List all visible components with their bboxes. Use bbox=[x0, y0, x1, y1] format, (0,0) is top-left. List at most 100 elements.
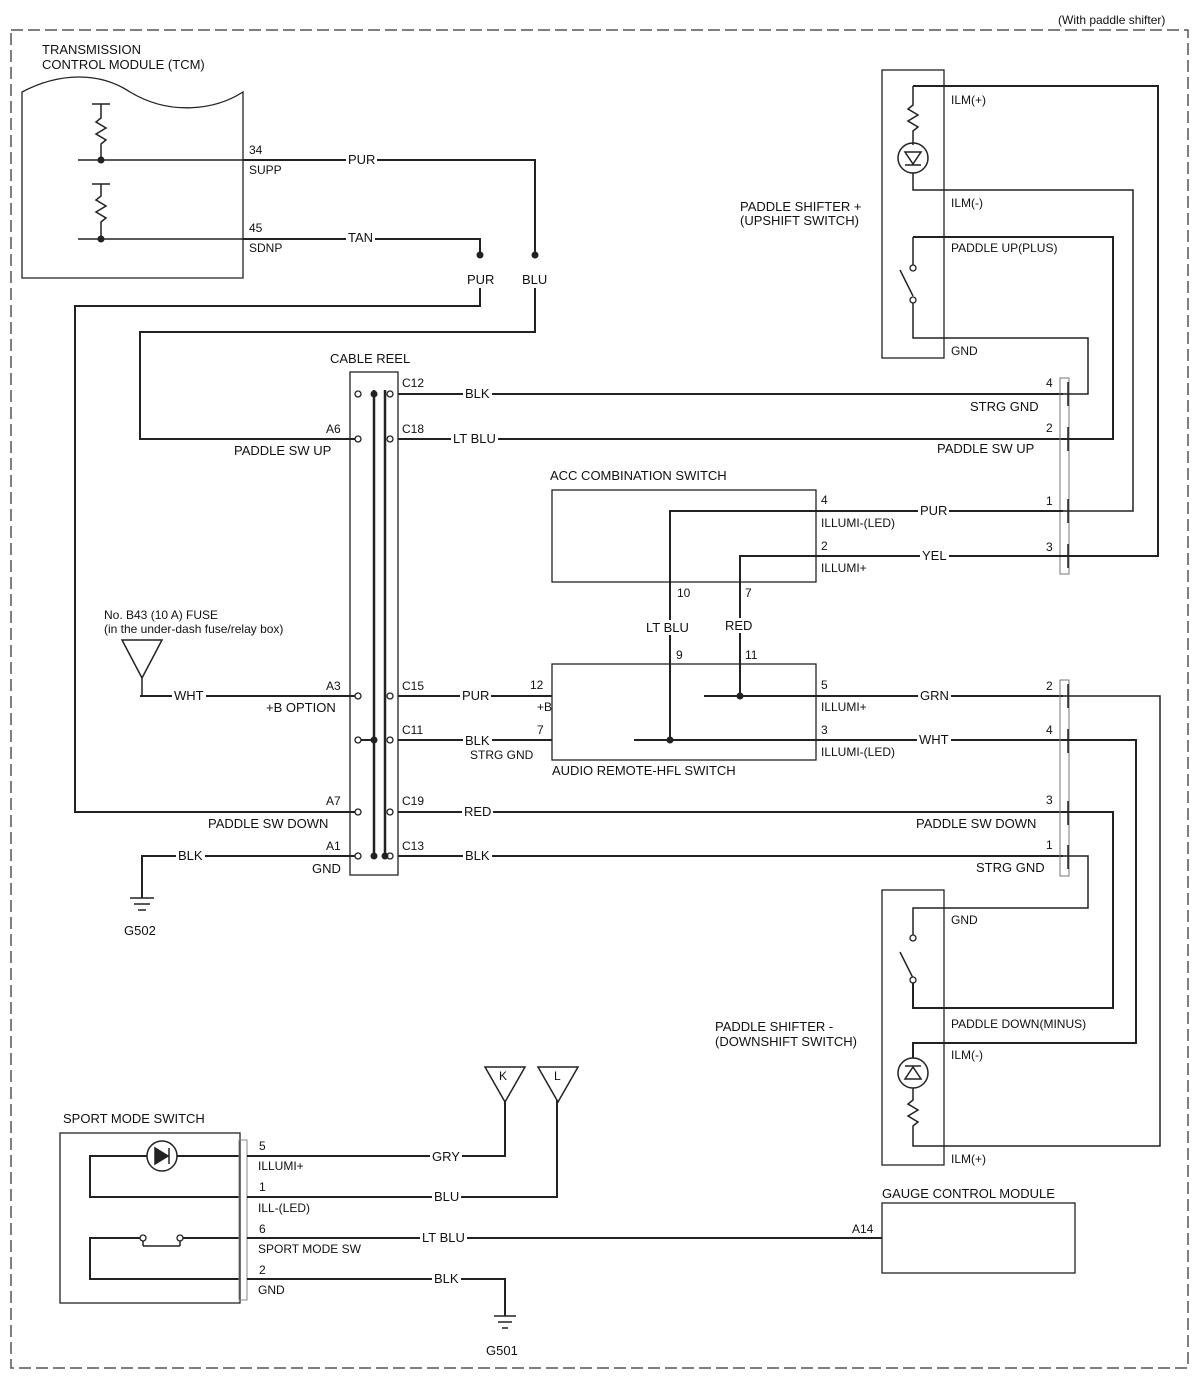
wire-label-fuse: WHT bbox=[172, 688, 206, 703]
wire-label-blk: BLK bbox=[432, 1271, 461, 1286]
offpage-k-label: K bbox=[499, 1069, 508, 1083]
reel-pin-a1: A1 bbox=[326, 839, 341, 853]
sport-box bbox=[59, 1132, 241, 1304]
conn-up-label-strg-gnd: STRG GND bbox=[970, 399, 1039, 414]
wire-label-c18: LT BLU bbox=[451, 431, 498, 446]
wire-label-acc-10: LT BLU bbox=[644, 620, 691, 635]
conn-down-pin-2: 2 bbox=[1046, 679, 1053, 693]
reel-pin-a6: A6 bbox=[326, 422, 341, 436]
wire-label-c12: BLK bbox=[463, 386, 492, 401]
tcm-title-2: CONTROL MODULE (TCM) bbox=[42, 57, 205, 72]
paddle-up-ilm-pos: ILM(+) bbox=[951, 93, 987, 107]
wire-label-audio-5: GRN bbox=[918, 688, 951, 703]
acc-pin-2-name: ILLUMI+ bbox=[821, 561, 867, 575]
wire-blu-to-a6 bbox=[139, 288, 536, 440]
audio-title: AUDIO REMOTE-HFL SWITCH bbox=[552, 763, 736, 778]
paddle-up-gnd: GND bbox=[951, 344, 978, 358]
sport-title: SPORT MODE SWITCH bbox=[63, 1111, 205, 1126]
reel-label-b-option: +B OPTION bbox=[266, 700, 336, 715]
reel-pin-c19: C19 bbox=[402, 794, 425, 808]
tcm-pin-45: 45 bbox=[249, 221, 263, 235]
sport-pin-2-name: GND bbox=[258, 1283, 285, 1297]
audio-pin-12-name: +B bbox=[537, 700, 553, 714]
sport-pin-1: 1 bbox=[259, 1180, 266, 1194]
wire-label-audio-3: WHT bbox=[917, 732, 951, 747]
tcm-pin-34: 34 bbox=[249, 143, 263, 157]
ground-g501: G501 bbox=[486, 1343, 518, 1358]
audio-pin-9: 9 bbox=[676, 648, 683, 662]
fuse-symbol bbox=[120, 639, 165, 697]
diagram-border bbox=[10, 29, 1189, 1369]
offpage-l bbox=[536, 1066, 580, 1104]
acc-pin-2: 2 bbox=[821, 539, 828, 553]
fuse-label-2: (in the under-dash fuse/relay box) bbox=[104, 622, 284, 636]
sport-pin-5-name: ILLUMI+ bbox=[258, 1159, 304, 1173]
reel-pin-c12: C12 bbox=[402, 376, 425, 390]
tcm-pin-sdnp: SDNP bbox=[249, 241, 283, 255]
wire-label-split-pur: PUR bbox=[465, 272, 497, 287]
wire-label-gry: GRY bbox=[430, 1149, 462, 1164]
paddle-down-title-1: PADDLE SHIFTER - bbox=[715, 1019, 834, 1034]
conn-up-pin-2: 2 bbox=[1046, 421, 1053, 435]
paddle-down-ilm-neg: ILM(-) bbox=[951, 1048, 983, 1062]
paddle-down-ilm-pos: ILM(+) bbox=[951, 1152, 987, 1166]
sport-pin-1-name: ILL-(LED) bbox=[258, 1201, 311, 1215]
conn-up-pin-4: 4 bbox=[1046, 376, 1053, 390]
sport-pin-2: 2 bbox=[259, 1263, 266, 1277]
tcm-box bbox=[21, 76, 244, 279]
audio-pin-7: 7 bbox=[537, 723, 544, 737]
wire-gry bbox=[247, 1100, 506, 1157]
acc-pin-4-name: ILLUMI-(LED) bbox=[821, 516, 896, 530]
acc-pin-10: 10 bbox=[677, 586, 691, 600]
conn-down-label-paddle-sw-down: PADDLE SW DOWN bbox=[916, 816, 1037, 831]
wire-pur-to-a7 bbox=[74, 288, 481, 813]
paddle-up-paddle: PADDLE UP(PLUS) bbox=[951, 241, 1058, 255]
reel-label-paddle-up: PADDLE SW UP bbox=[234, 443, 332, 458]
wire-label-split-blu: BLU bbox=[520, 272, 550, 287]
acc-box bbox=[551, 489, 817, 583]
audio-pin-3-name: ILLUMI-(LED) bbox=[821, 745, 896, 759]
reel-pin-c18: C18 bbox=[402, 422, 425, 436]
wire-blu-l bbox=[247, 1100, 558, 1198]
audio-pin-11: 11 bbox=[745, 648, 758, 662]
reel-pin-c15: C15 bbox=[402, 679, 425, 693]
paddle-up-box bbox=[881, 69, 945, 359]
reel-pin-c13: C13 bbox=[402, 839, 425, 853]
wire-label-acc-4: PUR bbox=[918, 503, 950, 518]
audio-pin-3: 3 bbox=[821, 723, 828, 737]
conn-up-pin-1: 1 bbox=[1046, 494, 1053, 508]
reel-label-gnd: GND bbox=[312, 861, 341, 876]
fuse-label-1: No. B43 (10 A) FUSE bbox=[104, 608, 219, 622]
sport-pin-6: 6 bbox=[259, 1222, 266, 1236]
reel-label-paddle-down: PADDLE SW DOWN bbox=[208, 816, 329, 831]
audio-box bbox=[551, 663, 817, 761]
reel-pin-a7: A7 bbox=[326, 794, 341, 808]
tcm-title-1: TRANSMISSION bbox=[42, 42, 141, 57]
conn-down-pin-3: 3 bbox=[1046, 793, 1053, 807]
variant-note: (With paddle shifter) bbox=[1058, 13, 1166, 27]
gauge-title: GAUGE CONTROL MODULE bbox=[882, 1186, 1055, 1201]
wire-label-sdnp: TAN bbox=[346, 230, 376, 245]
wire-gnd-a1 bbox=[141, 855, 355, 898]
paddle-up-ilm-neg: ILM(-) bbox=[951, 196, 983, 210]
sport-pin-6-name: SPORT MODE SW bbox=[258, 1242, 361, 1256]
wire-label-c19: RED bbox=[462, 804, 494, 819]
wire-label-ltblu: LT BLU bbox=[420, 1230, 467, 1245]
conn-down-label-strg-gnd: STRG GND bbox=[976, 860, 1045, 875]
audio-pin-5-name: ILLUMI+ bbox=[821, 700, 867, 714]
cable-reel-box bbox=[349, 371, 399, 876]
audio-pin-5: 5 bbox=[821, 678, 828, 692]
conn-down-pin-4: 4 bbox=[1046, 723, 1053, 737]
wire-label-supp: PUR bbox=[346, 152, 378, 167]
paddle-down-box bbox=[881, 889, 945, 1166]
wire-label-gnd-a1: BLK bbox=[176, 848, 205, 863]
ground-g502: G502 bbox=[124, 923, 156, 938]
wire-label-acc-7: RED bbox=[723, 618, 755, 633]
acc-title: ACC COMBINATION SWITCH bbox=[550, 468, 727, 483]
paddle-down-title-2: (DOWNSHIFT SWITCH) bbox=[715, 1034, 858, 1049]
gauge-pin-a14: A14 bbox=[852, 1222, 874, 1236]
wire-supp bbox=[243, 159, 536, 255]
wire-label-c13: BLK bbox=[463, 848, 492, 863]
audio-pin-7-name: STRG GND bbox=[470, 748, 534, 762]
wire-label-acc-2: YEL bbox=[920, 548, 949, 563]
